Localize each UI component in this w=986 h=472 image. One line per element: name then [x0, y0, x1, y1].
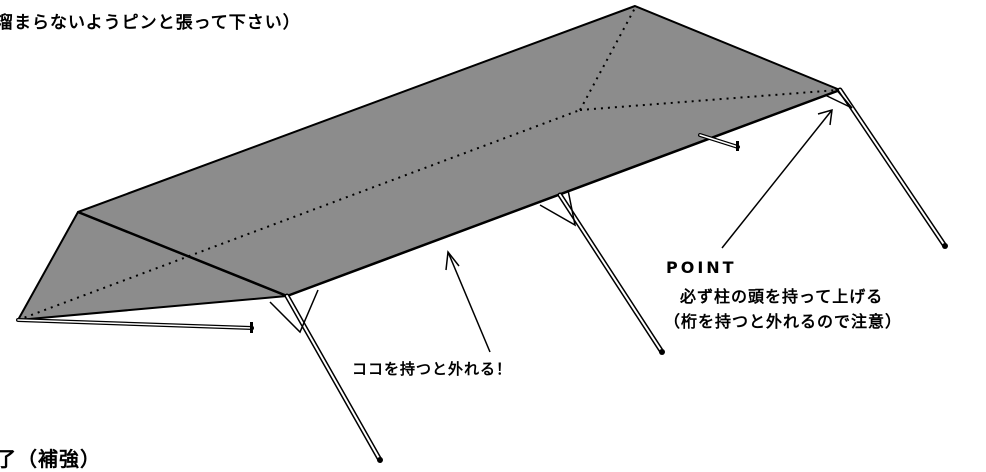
foot-front-left: [377, 457, 383, 463]
tent-roof: [17, 5, 841, 321]
brace-middle: [539, 189, 577, 227]
instruction-text: 溜まらないようピンと張って下さい）: [0, 13, 301, 33]
arrow-mid-shaft: [447, 251, 491, 353]
hidden-ridge: [17, 109, 581, 321]
point-note-line1: 必ず柱の頭を持って上げる: [680, 287, 884, 306]
arrow-point-head: [817, 108, 833, 126]
arrow-point-shaft: [721, 109, 833, 249]
roof-eave-front: [286, 88, 841, 298]
brace-front-left: [269, 289, 319, 334]
tent-poles: [16, 87, 948, 463]
pole-middle-inner: [559, 194, 663, 353]
roof-top-panel: [77, 5, 841, 297]
pole-braces: [269, 87, 853, 334]
foot-back-right: [736, 141, 739, 151]
brace-front-right: [824, 87, 853, 109]
pole-feet: [250, 141, 948, 463]
pole-back-right-inner: [699, 134, 739, 148]
roof-ridge-front: [77, 210, 288, 298]
roof-hidden-edges: [17, 7, 839, 321]
foot-front-right: [942, 243, 948, 249]
point-note-line2: （桁を持つと外れるので注意）: [664, 312, 903, 331]
warning-text: ココを持つと外れる！: [352, 360, 513, 378]
pole-front-right-inner: [839, 89, 946, 247]
foot-middle: [659, 349, 665, 355]
arrow-mid-head: [445, 250, 460, 271]
point-heading: POINT: [666, 258, 737, 277]
section-heading: 了（補強）: [0, 447, 101, 471]
hidden-back-left: [579, 7, 636, 111]
pole-back-left-inner: [17, 319, 253, 329]
foot-back-left: [250, 322, 253, 333]
annotation-arrows: [445, 108, 833, 353]
pole-front-left-inner: [286, 295, 381, 461]
hidden-back-right: [579, 89, 839, 111]
